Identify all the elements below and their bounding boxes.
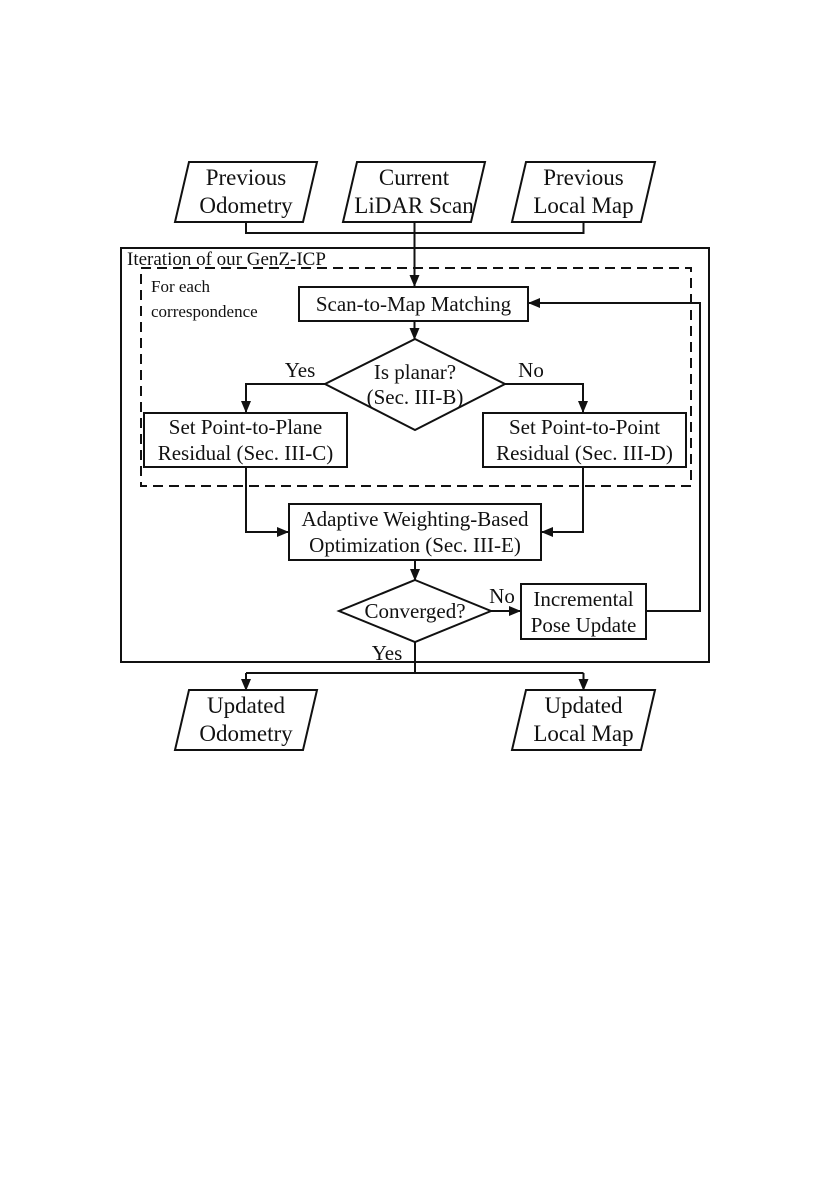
edge-label-planar-no: No bbox=[518, 358, 544, 382]
parallelogram-updated-odometry bbox=[173, 689, 319, 751]
node-set-point-to-point-residual: Set Point-to-Point Residual (Sec. III-D) bbox=[482, 412, 687, 468]
edge-point-to-plane-to-adaptive bbox=[245, 468, 289, 537]
edge-is-planar-yes bbox=[241, 383, 325, 413]
parallelogram-current-lidar-scan bbox=[341, 161, 487, 223]
output-updated-odometry-label: Updated Odometry bbox=[199, 693, 293, 746]
decision-is-planar-label: Is planar? (Sec. III-B) bbox=[366, 359, 464, 409]
edge-label-converged-no: No bbox=[489, 584, 515, 608]
diamond-is-planar bbox=[322, 337, 508, 432]
output-updated-local-map-label: Updated Local Map bbox=[533, 693, 634, 746]
edge-is-planar-no bbox=[504, 383, 588, 413]
parallelogram-updated-local-map bbox=[510, 689, 657, 751]
input-previous-odometry-label: Previous Odometry bbox=[199, 165, 293, 218]
edge-point-to-point-to-adaptive bbox=[541, 468, 584, 537]
input-current-lidar-scan-label: Current LiDAR Scan bbox=[354, 165, 474, 218]
iteration-box-label: Iteration of our GenZ-ICP bbox=[127, 249, 326, 270]
input-previous-local-map-label: Previous Local Map bbox=[533, 165, 634, 218]
node-incremental-pose-update: Incremental Pose Update bbox=[520, 583, 647, 640]
parallelogram-previous-odometry bbox=[173, 161, 319, 223]
for-each-correspondence-label: For each correspondence bbox=[151, 277, 258, 321]
node-set-point-to-plane-residual: Set Point-to-Plane Residual (Sec. III-C) bbox=[143, 412, 348, 468]
edge-pose-update-feedback bbox=[528, 298, 701, 612]
node-scan-to-map-matching: Scan-to-Map Matching bbox=[298, 286, 529, 322]
edge-label-planar-yes: Yes bbox=[284, 358, 316, 382]
edge-label-converged-yes: Yes bbox=[371, 641, 403, 665]
diamond-converged bbox=[336, 578, 494, 644]
node-adaptive-weighting-optimization: Adaptive Weighting-Based Optimization (S… bbox=[288, 503, 542, 561]
decision-converged-label: Converged? bbox=[364, 598, 466, 623]
for-each-correspondence-dashed-box bbox=[140, 267, 692, 487]
parallelogram-previous-local-map bbox=[510, 161, 657, 223]
